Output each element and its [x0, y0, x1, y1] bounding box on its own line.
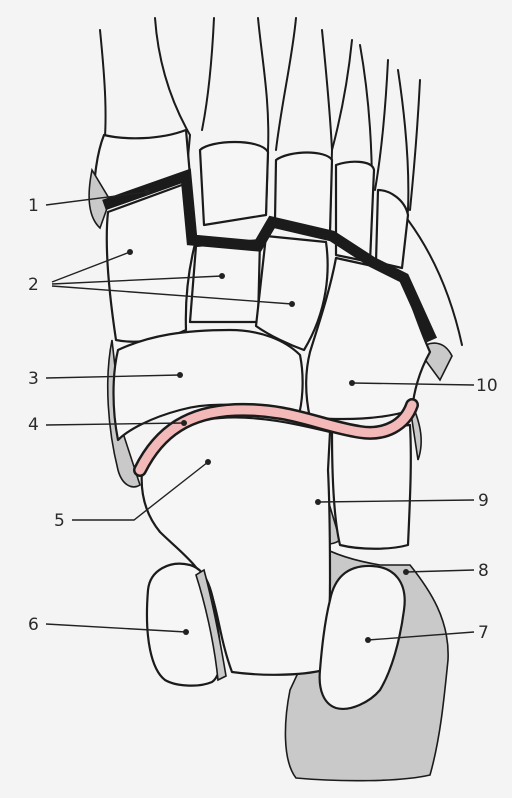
label-9: 9: [478, 491, 489, 511]
label-10: 10: [476, 376, 498, 396]
intermediate-cuneiform: [190, 240, 260, 322]
label-6: 6: [28, 615, 39, 635]
label-8: 8: [478, 561, 489, 581]
label-5: 5: [54, 511, 65, 531]
calcaneus-anterior: [332, 425, 411, 549]
label-2: 2: [28, 275, 39, 295]
label-3: 3: [28, 369, 39, 389]
label-4: 4: [28, 415, 39, 435]
label-7: 7: [478, 623, 489, 643]
label-1: 1: [28, 196, 39, 216]
